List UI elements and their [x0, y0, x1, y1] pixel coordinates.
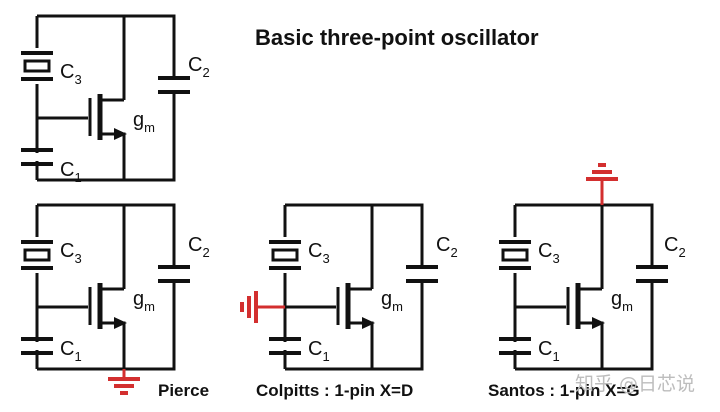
svg-text:C3: C3: [60, 240, 82, 266]
c2-label: C: [436, 234, 450, 256]
svg-text:C2: C2: [188, 54, 210, 80]
ground-symbol: [586, 163, 618, 205]
svg-text:C1: C1: [60, 338, 82, 364]
svg-text:gm: gm: [133, 109, 155, 135]
santos-caption: Santos : 1-pin X=G: [488, 381, 640, 400]
svg-text:gm: gm: [611, 288, 633, 314]
c2-label: C: [188, 54, 202, 76]
svg-text:gm: gm: [133, 288, 155, 314]
svg-text:C3: C3: [308, 240, 330, 266]
svg-text:C2: C2: [436, 234, 458, 260]
c1-label: C: [60, 338, 74, 360]
pierce-caption: Pierce: [158, 381, 209, 400]
basic-oscillator-circuit: C3 C2 C1 gm: [21, 16, 210, 185]
diagram-title: Basic three-point oscillator: [255, 25, 539, 50]
gm-label: g: [381, 288, 392, 310]
svg-text:C2: C2: [664, 234, 686, 260]
c3-label: C: [60, 240, 74, 262]
svg-text:gm: gm: [381, 288, 403, 314]
ground-symbol: [240, 291, 285, 323]
svg-text:C3: C3: [60, 61, 82, 87]
svg-text:C2: C2: [188, 234, 210, 260]
c1-label: C: [308, 338, 322, 360]
c1-label: C: [538, 338, 552, 360]
svg-text:C1: C1: [60, 159, 82, 185]
c2-label: C: [188, 234, 202, 256]
gm-label: g: [133, 109, 144, 131]
gm-label: g: [133, 288, 144, 310]
c3-label: C: [538, 240, 552, 262]
watermark-text: 知乎 @日芯说: [575, 373, 695, 395]
gm-label: g: [611, 288, 622, 310]
svg-text:C1: C1: [538, 338, 560, 364]
c3-label: C: [308, 240, 322, 262]
ground-symbol: [106, 367, 142, 395]
pierce-oscillator-circuit: C3 C2 C1 gm: [21, 205, 210, 395]
svg-text:C1: C1: [308, 338, 330, 364]
c1-label: C: [60, 159, 74, 181]
colpitts-caption: Colpitts : 1-pin X=D: [256, 381, 413, 400]
santos-oscillator-circuit: C3 C2 C1 gm: [499, 163, 686, 369]
c2-label: C: [664, 234, 678, 256]
colpitts-oscillator-circuit: C3 C2 C1 gm: [240, 205, 458, 369]
svg-text:C3: C3: [538, 240, 560, 266]
c3-label: C: [60, 61, 74, 83]
